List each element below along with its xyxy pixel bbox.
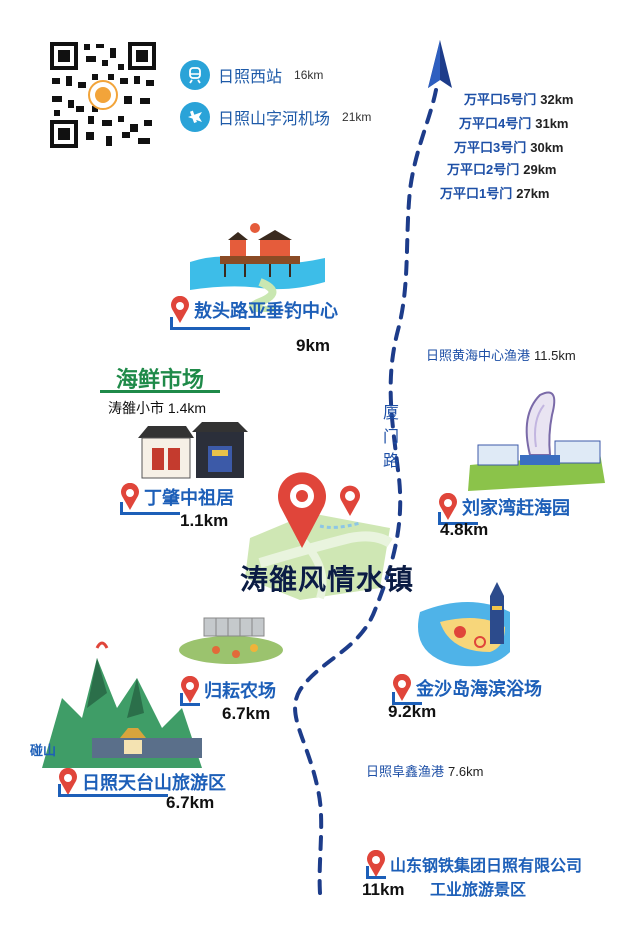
mountain-scenic-illustration bbox=[42, 641, 202, 768]
poi-steel-name-line2: 工业旅游景区 bbox=[430, 882, 527, 899]
poi-jinshadao: 金沙岛海滨浴场 bbox=[392, 674, 542, 702]
location-pin-icon bbox=[59, 768, 77, 795]
legend-airport-name: 日照山字河机场 bbox=[218, 111, 331, 128]
seaside-park-illustration bbox=[468, 391, 605, 491]
poi-aotou: 敖头路亚垂钓中心 bbox=[170, 296, 338, 324]
poi-steel-distance: 11km bbox=[362, 880, 405, 899]
seafood-market-divider bbox=[100, 390, 220, 393]
north-arrow-icon bbox=[428, 40, 452, 88]
residence-illustration bbox=[138, 422, 248, 479]
poi-steel-underline bbox=[366, 866, 386, 879]
poi-liujiawan-name: 刘家湾赶海园 bbox=[462, 498, 570, 518]
town-title: 涛雒风情水镇 bbox=[240, 564, 415, 595]
poi-guiyun: 归耘农场 bbox=[180, 676, 276, 704]
legend-station: 日照西站 16km bbox=[180, 60, 323, 90]
poi-steel-name-line1: 山东钢铁集团日照有限公司 bbox=[390, 858, 583, 875]
poi-liujiawan-distance: 4.8km bbox=[440, 520, 489, 539]
train-icon bbox=[180, 60, 210, 90]
poi-aotou-distance: 9km bbox=[296, 336, 331, 355]
legend-airport-distance: 21km bbox=[342, 110, 372, 124]
fishing-pier-illustration bbox=[190, 223, 325, 312]
seafood-market-title: 海鲜市场 bbox=[116, 367, 205, 392]
seafood-market-entry: 涛雒小市 1.4km bbox=[108, 400, 207, 416]
legend-station-distance: 16km bbox=[294, 68, 324, 82]
poi-tiantaishan-name: 日照天台山旅游区 bbox=[82, 773, 226, 793]
large-location-pin-icon bbox=[278, 472, 326, 548]
poi-dingzhao: 丁肇中祖居 bbox=[120, 483, 234, 511]
poi-jinshadao-distance: 9.2km bbox=[388, 702, 437, 721]
small-location-pin-icon bbox=[340, 485, 360, 516]
location-pin-icon bbox=[181, 676, 199, 703]
poi-jinshadao-underline bbox=[392, 692, 422, 705]
poi-tiantaishan: 日照天台山旅游区 bbox=[58, 768, 226, 796]
poi-guiyun-name: 归耘农场 bbox=[204, 681, 276, 701]
road-name-label: 厦门路 bbox=[382, 405, 399, 470]
poi-aotou-name: 敖头路亚垂钓中心 bbox=[194, 301, 338, 321]
poi-dingzhao-name: 丁肇中祖居 bbox=[144, 488, 234, 508]
poi-steel: 山东钢铁集团日照有限公司 bbox=[366, 850, 582, 878]
poi-guiyun-distance: 6.7km bbox=[222, 704, 271, 723]
legend-station-name: 日照西站 bbox=[218, 69, 283, 86]
xiamen-road-path bbox=[293, 88, 438, 895]
airplane-icon bbox=[180, 102, 210, 132]
poi-liujiawan-underline bbox=[438, 512, 478, 525]
poi-dingzhao-underline bbox=[120, 502, 180, 515]
location-pin-icon bbox=[367, 850, 385, 877]
beach-illustration bbox=[418, 582, 510, 667]
town-landscape-illustration bbox=[245, 513, 393, 600]
poi-aotou-underline bbox=[170, 317, 250, 330]
poi-tiantaishan-underline bbox=[58, 784, 168, 797]
location-pin-icon bbox=[439, 493, 457, 520]
location-pin-icon bbox=[171, 296, 189, 323]
qr-code-icon bbox=[48, 40, 158, 150]
poi-liujiawan: 刘家湾赶海园 bbox=[438, 493, 570, 521]
location-pin-icon bbox=[393, 674, 411, 701]
poi-tiantaishan-distance: 6.7km bbox=[166, 793, 215, 812]
poi-guiyun-underline bbox=[180, 693, 200, 706]
poi-tiantaishan-side-label: 碰山 bbox=[30, 743, 57, 758]
legend-airport: 日照山字河机场 21km bbox=[180, 102, 371, 132]
farm-illustration bbox=[179, 617, 283, 664]
poi-jinshadao-name: 金沙岛海滨浴场 bbox=[416, 679, 542, 699]
location-pin-icon bbox=[121, 483, 139, 510]
poi-dingzhao-distance: 1.1km bbox=[180, 511, 229, 530]
